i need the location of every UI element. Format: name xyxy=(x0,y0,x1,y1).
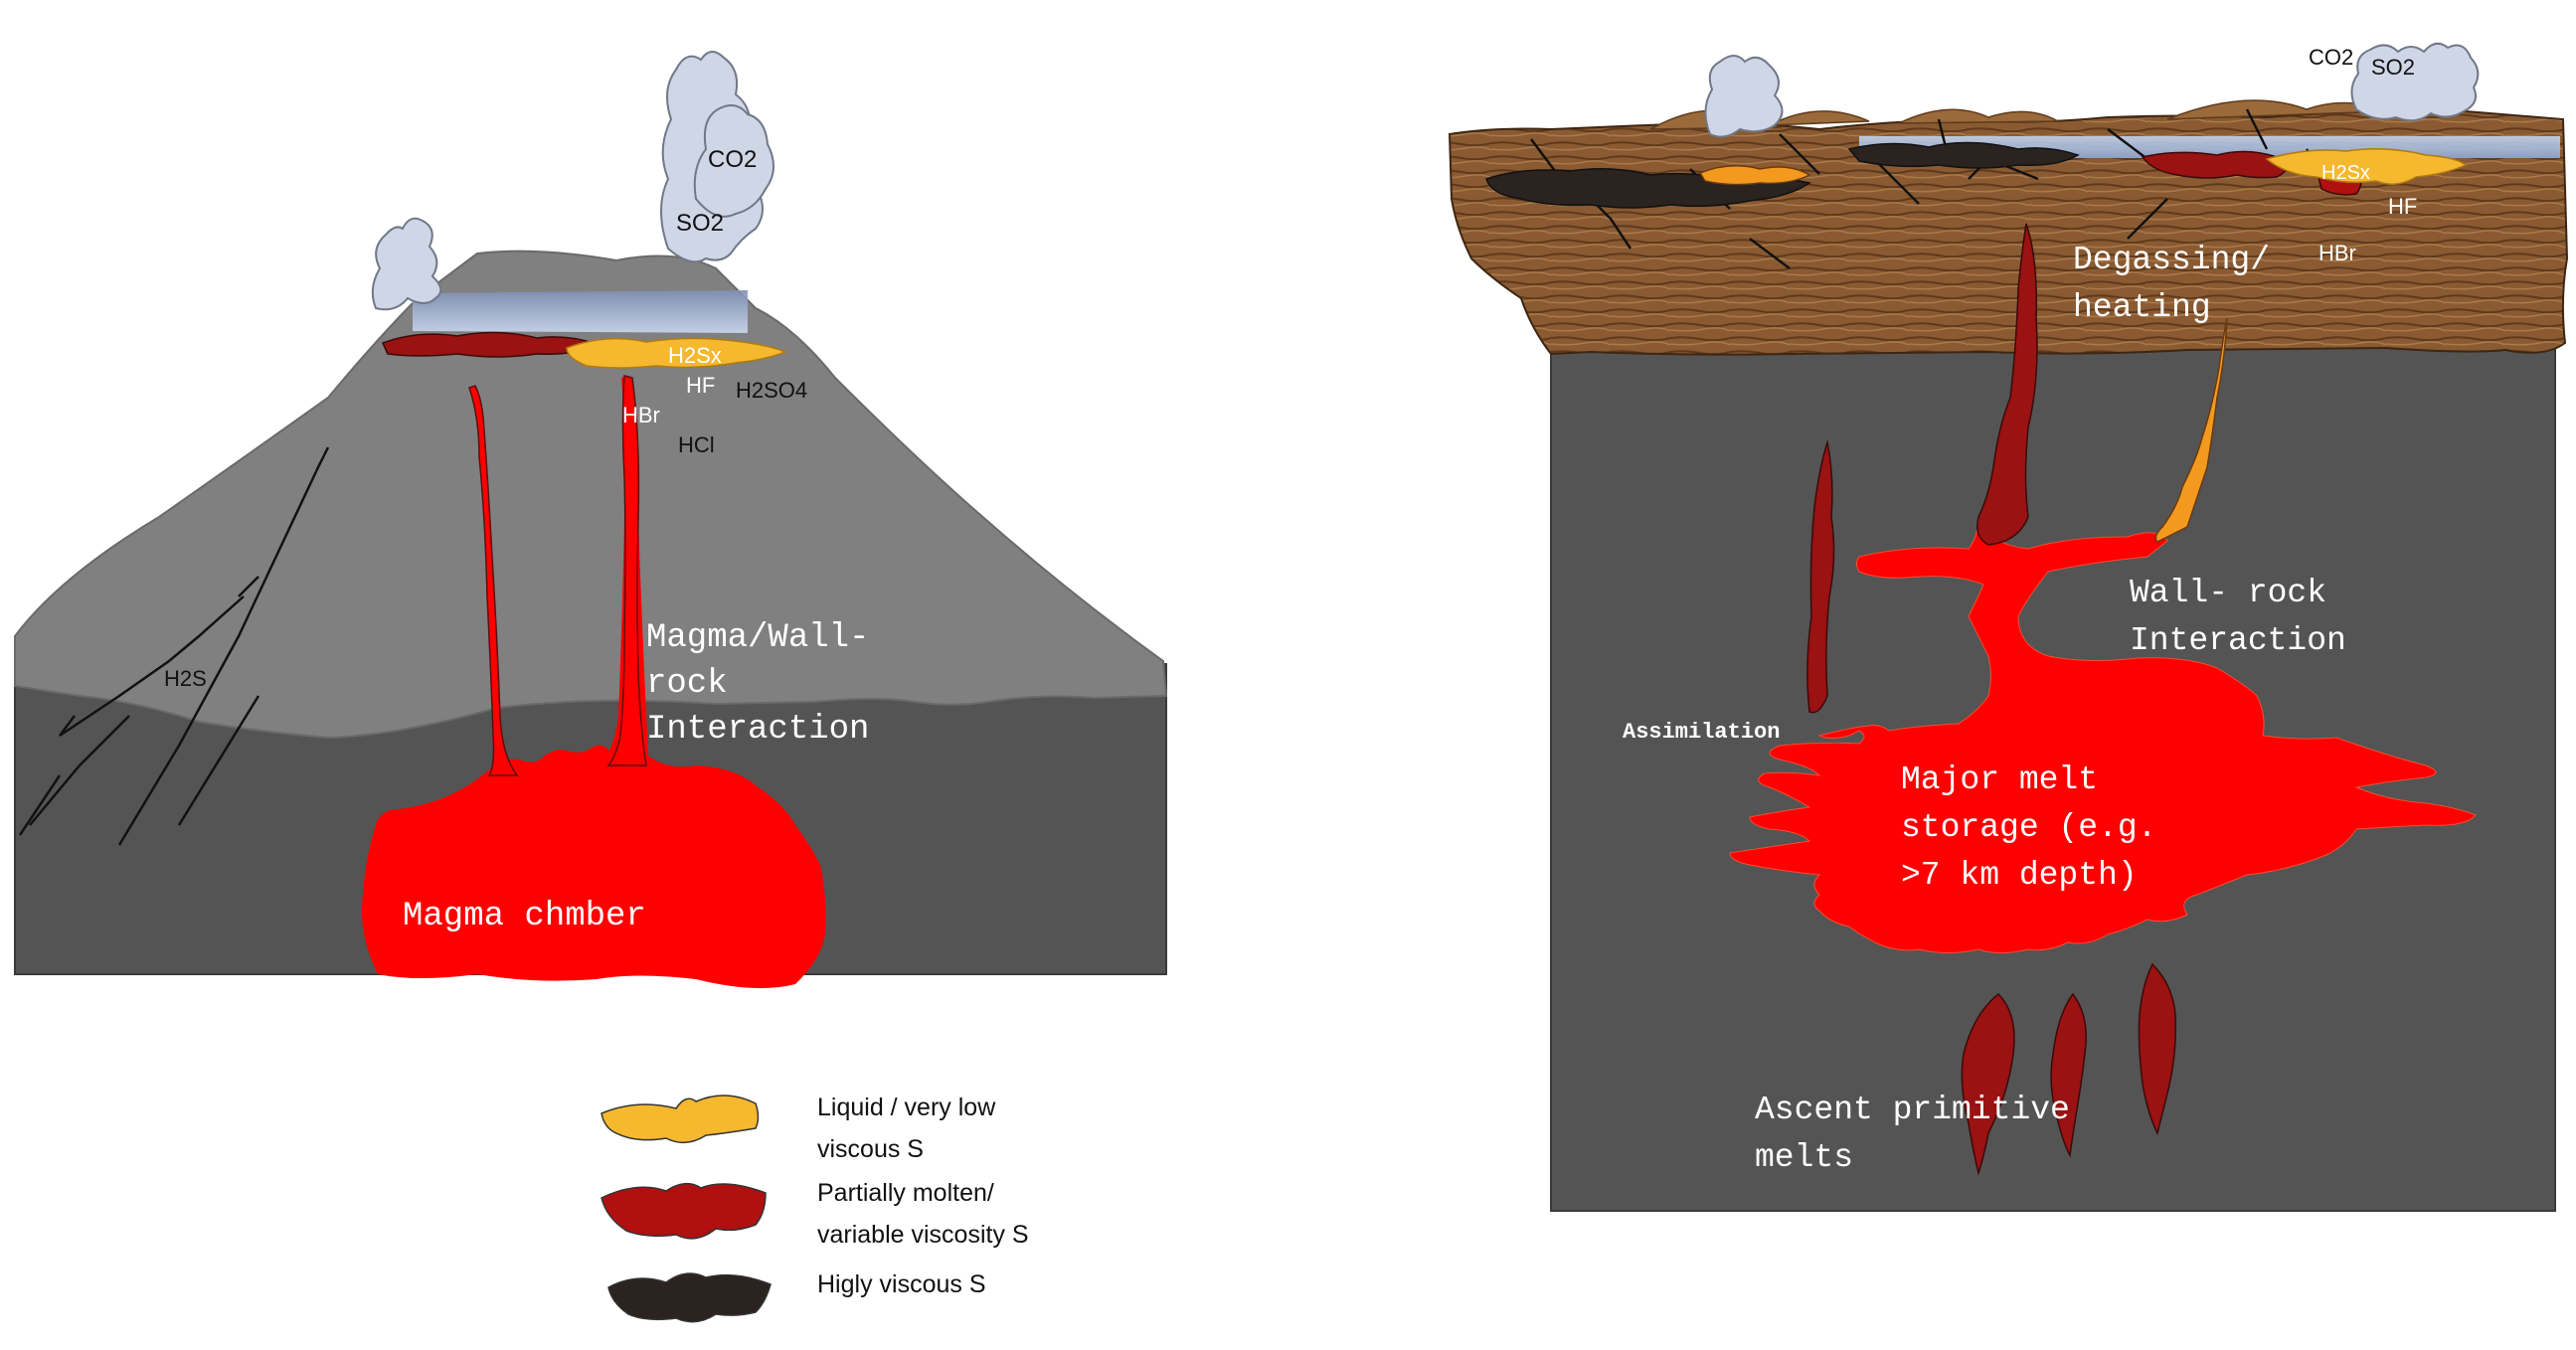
storage-label-line1: Major melt xyxy=(1901,761,2098,798)
degassing-label-line2: heating xyxy=(2073,289,2211,326)
volcano-cone xyxy=(14,250,1168,740)
legend-swatch-viscous xyxy=(607,1272,772,1323)
dike-center xyxy=(1976,223,2038,546)
crust-deposit-black-right xyxy=(1847,141,2080,169)
legend: Liquid / very low viscous S Partially mo… xyxy=(601,1094,1029,1323)
yellow-sulfur-deposit xyxy=(566,337,788,369)
crust-deposit-black xyxy=(1485,168,1811,209)
legend-swatch-partial xyxy=(601,1182,767,1240)
right-conduit xyxy=(606,375,647,766)
ascent-label-line1: Ascent primitive xyxy=(1755,1092,2070,1128)
legend-partial-line2: variable viscosity S xyxy=(817,1221,1029,1249)
interaction-label-line3: Interaction xyxy=(646,711,869,749)
right-hbr-label: HBr xyxy=(2318,241,2356,265)
left-hbr-label: HBr xyxy=(622,403,660,427)
left-plume-small xyxy=(371,217,442,311)
crust-deposit-yellow xyxy=(2265,148,2468,185)
right-hf-label: HF xyxy=(2388,194,2417,219)
dike-left xyxy=(1806,439,1835,714)
ascent-drop-middle xyxy=(2050,992,2087,1158)
left-conduit xyxy=(468,385,519,776)
right-plume-left xyxy=(1704,55,1784,138)
magma-chamber-label: Magma chmber xyxy=(403,898,646,935)
dike-right-orange xyxy=(2154,317,2228,543)
assimilation-label: Assimilation xyxy=(1623,720,1780,745)
interaction-label-line1: Magma/Wall- xyxy=(646,619,869,657)
left-so2-label: SO2 xyxy=(676,210,724,237)
left-hcl-label: HCl xyxy=(678,432,715,457)
legend-liquid-line2: viscous S xyxy=(817,1135,924,1163)
left-h2so4-label: H2SO4 xyxy=(736,378,807,403)
legend-partial-line1: Partially molten/ xyxy=(817,1179,994,1207)
left-plume-right xyxy=(693,104,774,218)
right-h2sx-label: H2Sx xyxy=(2321,162,2370,184)
left-h2sx-label: H2Sx xyxy=(668,343,722,368)
right-co2-label: CO2 xyxy=(2309,45,2353,70)
ascent-drop-right xyxy=(2138,962,2177,1136)
legend-liquid-line1: Liquid / very low xyxy=(817,1094,996,1121)
magma-chamber[interactable] xyxy=(362,376,826,988)
right-crust-panel: CO2 SO2 H2Sx HF HBr Degassing/ heating W… xyxy=(1448,42,2569,1212)
crust-deposit-dark-red xyxy=(2141,150,2288,179)
ascent-drop-left xyxy=(1961,992,2015,1176)
left-h2s-label: H2S xyxy=(164,666,207,691)
degassing-label-line1: Degassing/ xyxy=(2073,242,2270,278)
wallrock-label-line1: Wall- rock xyxy=(2130,575,2326,611)
crater-lake xyxy=(413,290,748,333)
wallrock-label-line2: Interaction xyxy=(2130,622,2346,659)
legend-swatch-liquid xyxy=(601,1095,760,1144)
left-co2-label: CO2 xyxy=(708,146,757,173)
interaction-label-line2: rock xyxy=(646,665,728,703)
legend-viscous-line1: Higly viscous S xyxy=(817,1270,986,1298)
crust-deposit-orange xyxy=(1698,165,1811,186)
fault-lines xyxy=(18,446,330,846)
right-plume-right xyxy=(2350,42,2480,122)
ascent-label-line2: melts xyxy=(1755,1139,1853,1176)
storage-label-line2: storage (e.g. xyxy=(1901,809,2156,846)
right-so2-label: SO2 xyxy=(2371,55,2415,80)
major-melt-storage[interactable] xyxy=(1729,516,2477,953)
storage-label-line3: >7 km depth) xyxy=(1901,857,2138,894)
left-hf-label: HF xyxy=(686,373,715,398)
left-volcano-panel: CO2 SO2 H2Sx HF H2SO4 HBr HCl H2S Magma/… xyxy=(14,51,1168,988)
